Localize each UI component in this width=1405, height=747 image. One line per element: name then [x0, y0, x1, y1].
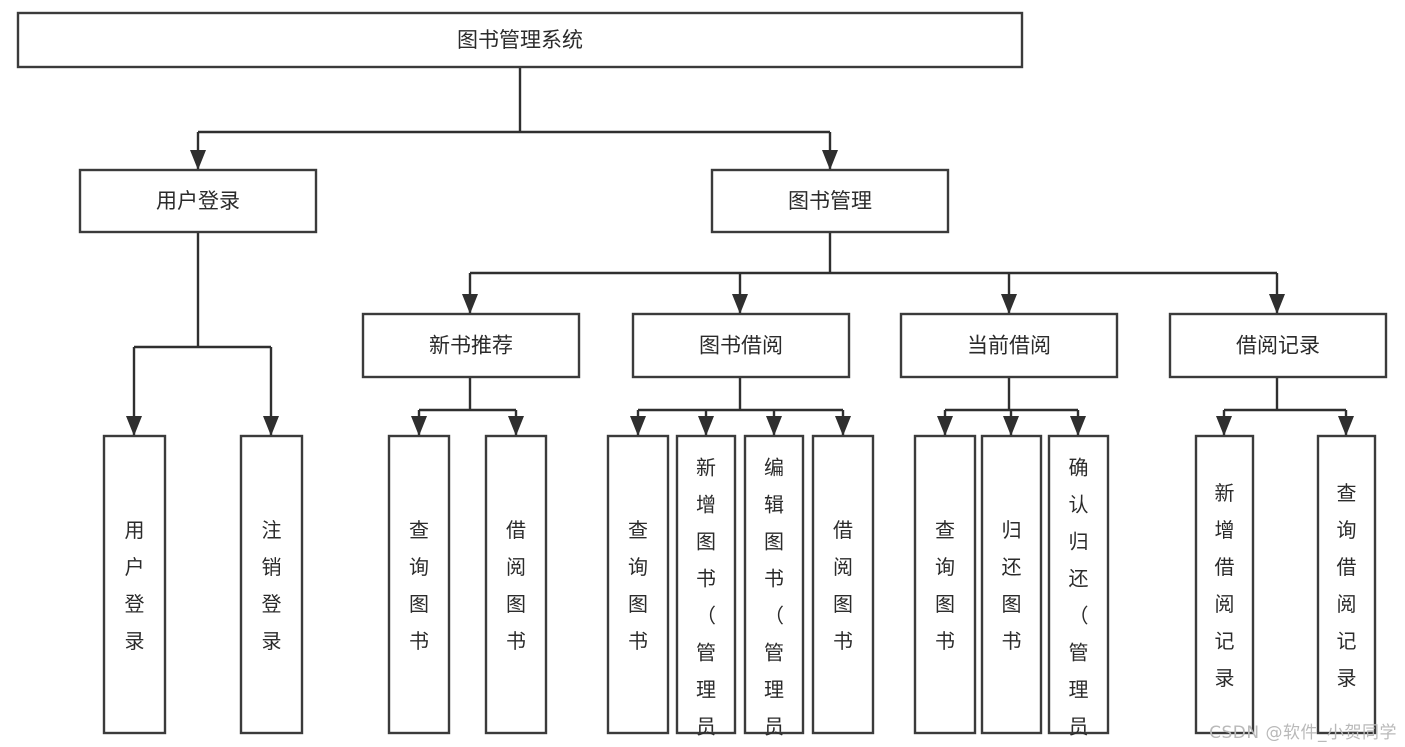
node-leaf-label-5: 新增图书（管理员）: [696, 456, 716, 747]
mgmt-arrow-2: [1001, 294, 1017, 314]
root-arrow-1: [822, 150, 838, 170]
node-leaf-label-12: 查询借阅记录: [1337, 481, 1357, 690]
node-leaf-label-11: 新增借阅记录: [1215, 481, 1235, 690]
node-leaf-9[interactable]: [980, 434, 1043, 735]
node-l2-label-0: 用户登录: [156, 189, 240, 213]
node-leaf-label-9: 归还图书: [1002, 518, 1022, 653]
group-arrow-1-3: [835, 416, 851, 436]
mgmt-arrow-0: [462, 294, 478, 314]
node-leaf-label-7: 借阅图书: [833, 518, 853, 653]
node-l3-3[interactable]: [1168, 312, 1388, 379]
node-l3-label-2: 当前借阅: [967, 334, 1051, 358]
node-l3-label-3: 借阅记录: [1236, 334, 1320, 358]
node-l3-label-1: 图书借阅: [699, 334, 783, 358]
node-leaf-label-3: 借阅图书: [506, 518, 526, 653]
node-leaf-label-0: 用户登录: [125, 518, 145, 653]
node-leaf-label-1: 注销登录: [262, 518, 282, 653]
node-l2-0[interactable]: [78, 168, 318, 234]
node-root[interactable]: [16, 11, 1024, 69]
group-arrow-1-1: [698, 416, 714, 436]
login-arrow-0: [126, 416, 142, 436]
mgmt-arrow-3: [1269, 294, 1285, 314]
group-arrow-2-1: [1003, 416, 1019, 436]
node-l3-label-0: 新书推荐: [429, 334, 513, 358]
node-leaf-label-6: 编辑图书（管理员）: [764, 456, 784, 747]
node-leaf-7[interactable]: [811, 434, 875, 735]
node-leaf-label-4: 查询图书: [628, 518, 648, 653]
group-arrow-2-0: [937, 416, 953, 436]
node-leaf-11[interactable]: [1194, 434, 1255, 735]
group-arrow-3-0: [1216, 416, 1232, 436]
node-leaf-label-8: 查询图书: [935, 518, 955, 653]
connector-layer: [126, 67, 1354, 436]
node-l2-label-1: 图书管理: [788, 189, 872, 213]
node-l3-2[interactable]: [899, 312, 1119, 379]
mgmt-arrow-1: [732, 294, 748, 314]
root-arrow-0: [190, 150, 206, 170]
node-l3-1[interactable]: [631, 312, 851, 379]
login-arrow-1: [263, 416, 279, 436]
node-l2-1[interactable]: [710, 168, 950, 234]
node-root-label: 图书管理系统: [457, 28, 583, 52]
group-arrow-3-1: [1338, 416, 1354, 436]
node-leaf-1[interactable]: [239, 434, 304, 735]
node-leaf-12[interactable]: [1316, 434, 1377, 735]
node-leaf-2[interactable]: [387, 434, 451, 735]
node-layer: 图书管理系统用户登录图书管理新书推荐图书借阅当前借阅借阅记录用户登录注销登录查询…: [16, 11, 1388, 747]
node-leaf-5[interactable]: [675, 434, 737, 735]
node-leaf-label-10: 确认归还（管理员）: [1069, 456, 1089, 747]
node-leaf-8[interactable]: [913, 434, 977, 735]
node-leaf-3[interactable]: [484, 434, 548, 735]
node-leaf-10[interactable]: [1047, 434, 1110, 735]
node-l3-0[interactable]: [361, 312, 581, 379]
group-arrow-2-2: [1070, 416, 1086, 436]
group-arrow-1-2: [766, 416, 782, 436]
node-leaf-label-2: 查询图书: [409, 518, 429, 653]
node-leaf-0[interactable]: [102, 434, 167, 735]
group-arrow-0-1: [508, 416, 524, 436]
group-arrow-1-0: [630, 416, 646, 436]
node-leaf-6[interactable]: [743, 434, 805, 735]
group-arrow-0-0: [411, 416, 427, 436]
node-leaf-4[interactable]: [606, 434, 670, 735]
